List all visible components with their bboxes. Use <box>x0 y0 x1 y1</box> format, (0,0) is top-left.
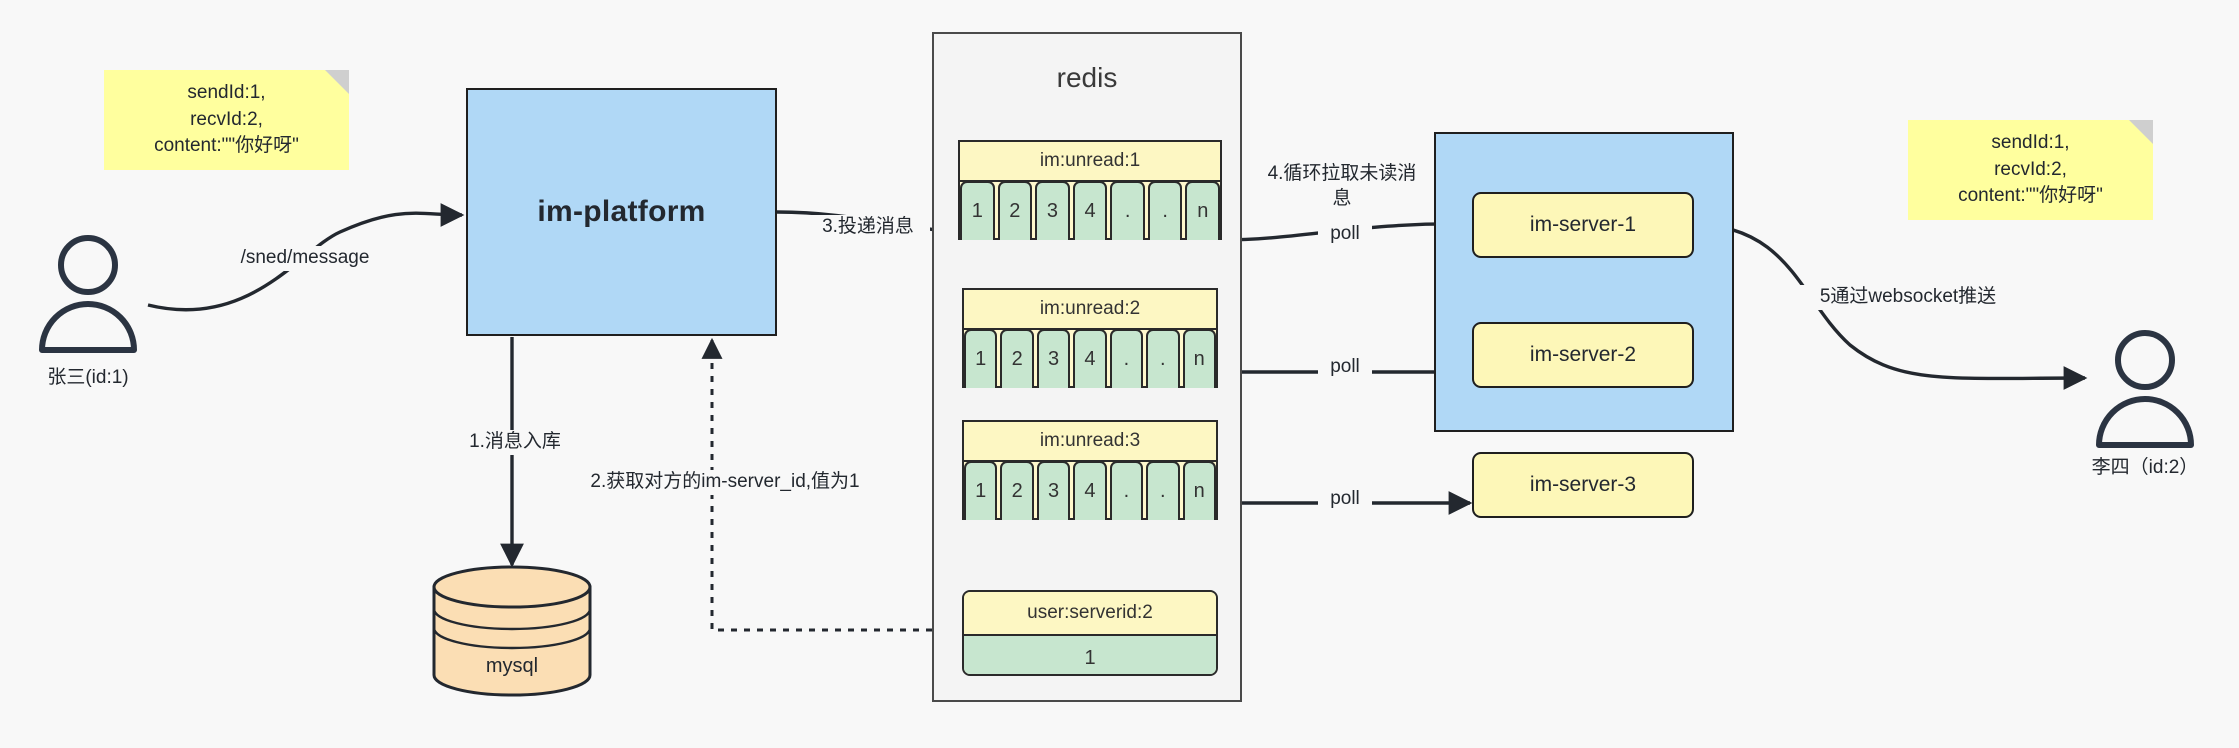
redis-key-cells-3: 1 2 3 4 . . n <box>964 461 1216 520</box>
database-cylinder-icon: mysql <box>432 565 592 697</box>
redis-cell: . <box>1146 329 1180 388</box>
note-sender-text: sendId:1, recvId:2, content:""你好呀" <box>154 81 299 157</box>
redis-key-name-3: im:unread:3 <box>964 422 1216 462</box>
redis-key-cells-2: 1 2 3 4 . . n <box>964 329 1216 388</box>
redis-cell: 4 <box>1072 181 1108 240</box>
redis-cell: n <box>1182 461 1216 520</box>
redis-cell: 1 <box>964 329 998 388</box>
redis-key-name-2: im:unread:2 <box>964 290 1216 330</box>
note-sender-payload: sendId:1, recvId:2, content:""你好呀" <box>104 70 349 170</box>
note-receiver-payload: sendId:1, recvId:2, content:""你好呀" <box>1908 120 2153 220</box>
edge-label-poll-3: poll <box>1318 487 1372 512</box>
edge-label-poll-2: poll <box>1318 355 1372 380</box>
redis-cell: 4 <box>1073 461 1107 520</box>
node-mysql-label: mysql <box>486 655 538 677</box>
redis-key-cells-1: 1 2 3 4 . . n <box>960 181 1221 240</box>
person-icon <box>2096 330 2194 448</box>
redis-cell: 3 <box>1036 329 1071 388</box>
redis-key-block-2[interactable]: im:unread:2 1 2 3 4 . . n <box>962 288 1218 388</box>
edge-label-step3: 3.投递消息 <box>806 215 930 240</box>
redis-key-block-1[interactable]: im:unread:1 1 2 3 4 . . n <box>958 140 1222 240</box>
redis-serverid-value: 1 <box>964 634 1216 674</box>
redis-cell: . <box>1146 461 1180 520</box>
node-im-server-1-label: im-server-1 <box>1529 213 1637 236</box>
node-im-server-3[interactable]: im-server-3 <box>1472 452 1694 518</box>
edge-label-step5: 5通过websocket推送 <box>1786 285 2030 310</box>
edge-label-step1: 1.消息入库 <box>448 430 582 455</box>
redis-key-block-serverid[interactable]: user:serverid:2 1 <box>962 590 1218 676</box>
redis-serverid-key-name: user:serverid:2 <box>964 592 1216 634</box>
redis-cell: . <box>1110 181 1145 240</box>
redis-cell: 3 <box>1036 461 1071 520</box>
actor-receiver <box>2085 325 2205 450</box>
redis-title: redis <box>1056 62 1118 93</box>
redis-cell: n <box>1182 329 1216 388</box>
node-im-platform[interactable]: im-platform <box>466 88 777 336</box>
node-im-server-2-label: im-server-2 <box>1529 343 1637 366</box>
redis-key-block-3[interactable]: im:unread:3 1 2 3 4 . . n <box>962 420 1218 520</box>
actor-sender-label: 张三(id:1) <box>47 367 129 388</box>
node-mysql[interactable]: mysql <box>428 565 596 700</box>
note-fold-corner <box>325 70 349 94</box>
redis-cell: 4 <box>1073 329 1107 388</box>
node-im-platform-label: im-platform <box>537 195 706 228</box>
edge-label-step4: 4.循环拉取未读消 息 <box>1250 162 1434 212</box>
redis-cell: . <box>1109 461 1144 520</box>
redis-cell: . <box>1147 181 1183 240</box>
redis-key-name-1: im:unread:1 <box>960 142 1220 182</box>
redis-cell: . <box>1109 329 1144 388</box>
redis-cell: 1 <box>960 181 995 240</box>
edge-label-poll-1: poll <box>1318 222 1372 247</box>
node-im-server-3-label: im-server-3 <box>1529 473 1637 496</box>
redis-cell: 1 <box>964 461 998 520</box>
redis-cell: 2 <box>1000 461 1034 520</box>
redis-cell: 3 <box>1035 181 1070 240</box>
redis-cell: 2 <box>1000 329 1034 388</box>
note-receiver-text: sendId:1, recvId:2, content:""你好呀" <box>1958 131 2103 207</box>
note-fold-corner <box>2129 120 2153 144</box>
actor-receiver-label: 李四（id:2） <box>2091 457 2199 478</box>
redis-cell: n <box>1185 181 1221 240</box>
node-im-server-1[interactable]: im-server-1 <box>1472 192 1694 258</box>
edge-label-step2: 2.获取对方的im-server_id,值为1 <box>573 470 877 495</box>
node-im-server-2[interactable]: im-server-2 <box>1472 322 1694 388</box>
person-icon <box>39 235 137 353</box>
edge-label-send-message: /sned/message <box>228 246 382 271</box>
actor-sender <box>28 230 148 355</box>
redis-cell: 2 <box>997 181 1033 240</box>
